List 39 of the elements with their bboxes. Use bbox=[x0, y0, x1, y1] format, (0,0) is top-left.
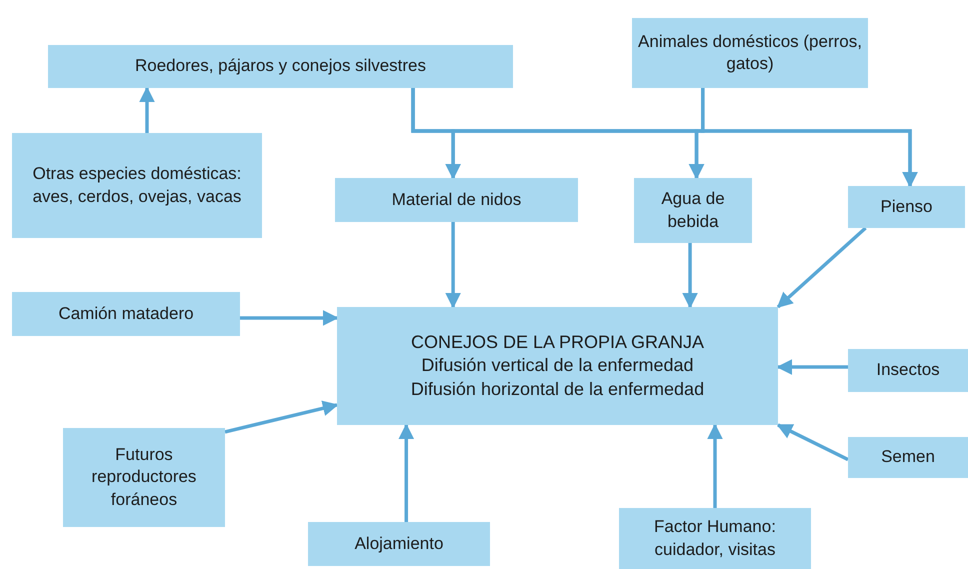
node-text: Animales domésticos (perros, gatos) bbox=[638, 30, 862, 75]
node-text: Semen bbox=[881, 446, 935, 468]
node-text: Futuros reproductores foráneos bbox=[90, 444, 198, 511]
source-box bbox=[12, 133, 262, 238]
source-box bbox=[335, 178, 578, 222]
node-text: Otras especies domésticas: aves, cerdos, ovejas, vacas bbox=[32, 163, 242, 208]
arrow bbox=[139, 86, 155, 133]
source-box bbox=[619, 508, 811, 569]
source-box bbox=[632, 18, 868, 88]
arrow bbox=[445, 222, 461, 309]
arrow bbox=[776, 423, 849, 462]
arrow bbox=[398, 423, 414, 522]
node-text: Factor Humano: cuidador, visitas bbox=[653, 516, 777, 560]
node-text: Difusión vertical de la enfermedad bbox=[421, 354, 694, 378]
node-text: Agua de bebida bbox=[660, 188, 726, 232]
source-box bbox=[308, 522, 490, 566]
node-text: Material de nidos bbox=[392, 188, 522, 211]
node-text: Camión matadero bbox=[58, 302, 194, 325]
source-box bbox=[634, 178, 752, 243]
arrow bbox=[224, 400, 339, 434]
node-text: Difusión horizontal de la enfermedad bbox=[410, 378, 704, 401]
source-box bbox=[63, 428, 225, 527]
arrow bbox=[707, 423, 723, 508]
node-text: Pienso bbox=[880, 196, 932, 218]
heading-text: CONEJOS DE LA PROPIA GRANJA bbox=[410, 330, 704, 354]
arrow bbox=[701, 88, 918, 188]
source-box bbox=[48, 45, 513, 88]
arrow bbox=[776, 359, 848, 375]
arrow bbox=[776, 226, 867, 308]
node-text: Alojamiento bbox=[354, 532, 444, 555]
arrow bbox=[240, 310, 339, 326]
node-text: Roedores, pájaros y conejos silvestres bbox=[134, 55, 426, 78]
node-text: Insectos bbox=[876, 359, 940, 382]
source-box bbox=[848, 186, 965, 228]
central-box bbox=[337, 307, 778, 425]
source-box bbox=[848, 437, 968, 478]
source-box bbox=[12, 292, 240, 336]
source-box bbox=[848, 349, 968, 392]
arrow bbox=[682, 243, 698, 309]
